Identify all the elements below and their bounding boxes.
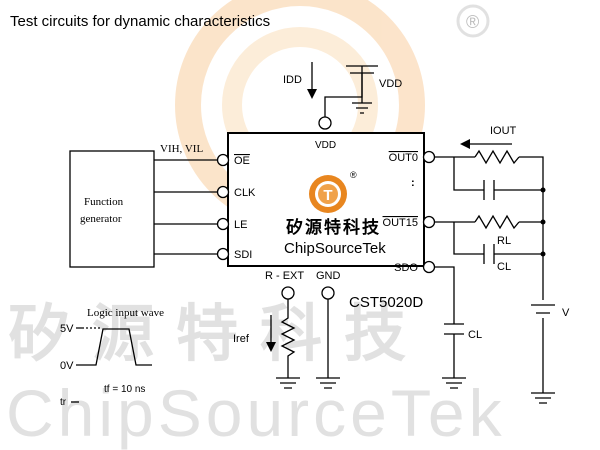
out0-resistor-icon (474, 149, 520, 165)
wave-low-label: 0V (60, 360, 74, 372)
rext-resistor-icon (280, 299, 296, 378)
pin-oe-label: OE (234, 155, 250, 167)
junction-icon (540, 187, 546, 193)
pin-gnd-icon (321, 286, 335, 300)
iref-label: Iref (233, 333, 250, 345)
ground-icon (316, 377, 340, 389)
v-supply-label: V (562, 307, 570, 319)
junction-icon (540, 251, 546, 257)
function-generator-box (69, 150, 155, 268)
out0-cap-wire (453, 157, 543, 191)
chip-logo-en: ChipSourceTek (284, 240, 386, 257)
pin-vdd-icon (318, 116, 332, 130)
watermark-registered-icon (456, 4, 490, 38)
sdo-wire (435, 266, 455, 378)
pin-sdi-icon (216, 247, 230, 261)
pin-out0-icon (422, 150, 436, 164)
chip-logo-mark: T (323, 187, 332, 204)
out15-resistor-icon (474, 214, 520, 230)
wave-title: Logic input wave (87, 307, 164, 319)
ground-icon (442, 377, 466, 389)
sdo-cl-label: CL (468, 329, 482, 341)
chip-logo-registered: ® (350, 170, 357, 180)
pin-le-icon (216, 217, 230, 231)
v-supply-symbol-icon (531, 304, 555, 314)
chip-logo-icon (309, 175, 347, 213)
iref-arrow-head-icon (266, 342, 276, 352)
pin-vdd-label: VDD (315, 140, 336, 151)
watermark-cn: 矽源特科技 (8, 297, 428, 370)
function-generator-label-1: Function (84, 196, 124, 208)
pin-sdi-label: SDI (234, 249, 252, 261)
junction-icon (540, 219, 546, 225)
out15-cap-wire (453, 222, 543, 255)
part-number: CST5020D (349, 294, 423, 311)
out15-capacitor-icon (483, 244, 495, 264)
pin-out15-label: OUT15 (383, 217, 418, 229)
wave-tr-label: tr (60, 397, 67, 408)
input-wires (154, 159, 218, 255)
ground-icon (531, 392, 555, 404)
rl-label: RL (497, 235, 511, 247)
pin-rext-icon (281, 286, 295, 300)
watermark-registered: ® (466, 12, 479, 32)
iout-arrow-head-icon (460, 139, 470, 149)
diagram-title: Test circuits for dynamic characteristic… (10, 13, 270, 30)
pin-sdo-icon (422, 260, 436, 274)
pin-out0-label: OUT0 (389, 152, 418, 164)
pin-clk-label: CLK (234, 187, 256, 199)
wave-high-label: 5V (60, 323, 74, 335)
out0-wire (435, 156, 544, 393)
pin-gnd-label: GND (316, 270, 341, 282)
idd-label: IDD (283, 74, 302, 86)
vih-vil-label: VIH, VIL (160, 143, 203, 155)
function-generator-label-2: generator (80, 213, 122, 225)
pin-rext-label: R - EXT (265, 270, 304, 282)
sdo-capacitor-icon (444, 323, 464, 335)
pin-le-label: LE (234, 219, 247, 231)
vdd-supply-label: VDD (379, 78, 402, 90)
pin-oe-icon (216, 153, 230, 167)
logic-waveform-icon (76, 327, 152, 366)
out0-capacitor-icon (483, 180, 495, 200)
pin-sdo-label: SDO (394, 262, 418, 274)
watermark-en: ChipSourceTek (6, 376, 506, 450)
pin-dots: : (411, 177, 415, 189)
cl-label: CL (497, 261, 511, 273)
vdd-supply-symbol-icon (346, 65, 378, 114)
pin-clk-icon (216, 185, 230, 199)
wave-tf-label: tf = 10 ns (104, 384, 145, 395)
ground-icon (276, 377, 300, 389)
idd-arrow-head-icon (307, 89, 317, 99)
pin-out15-icon (422, 215, 436, 229)
iout-label: IOUT (490, 125, 517, 137)
chip-logo-cn: 矽源特科技 (286, 217, 381, 238)
